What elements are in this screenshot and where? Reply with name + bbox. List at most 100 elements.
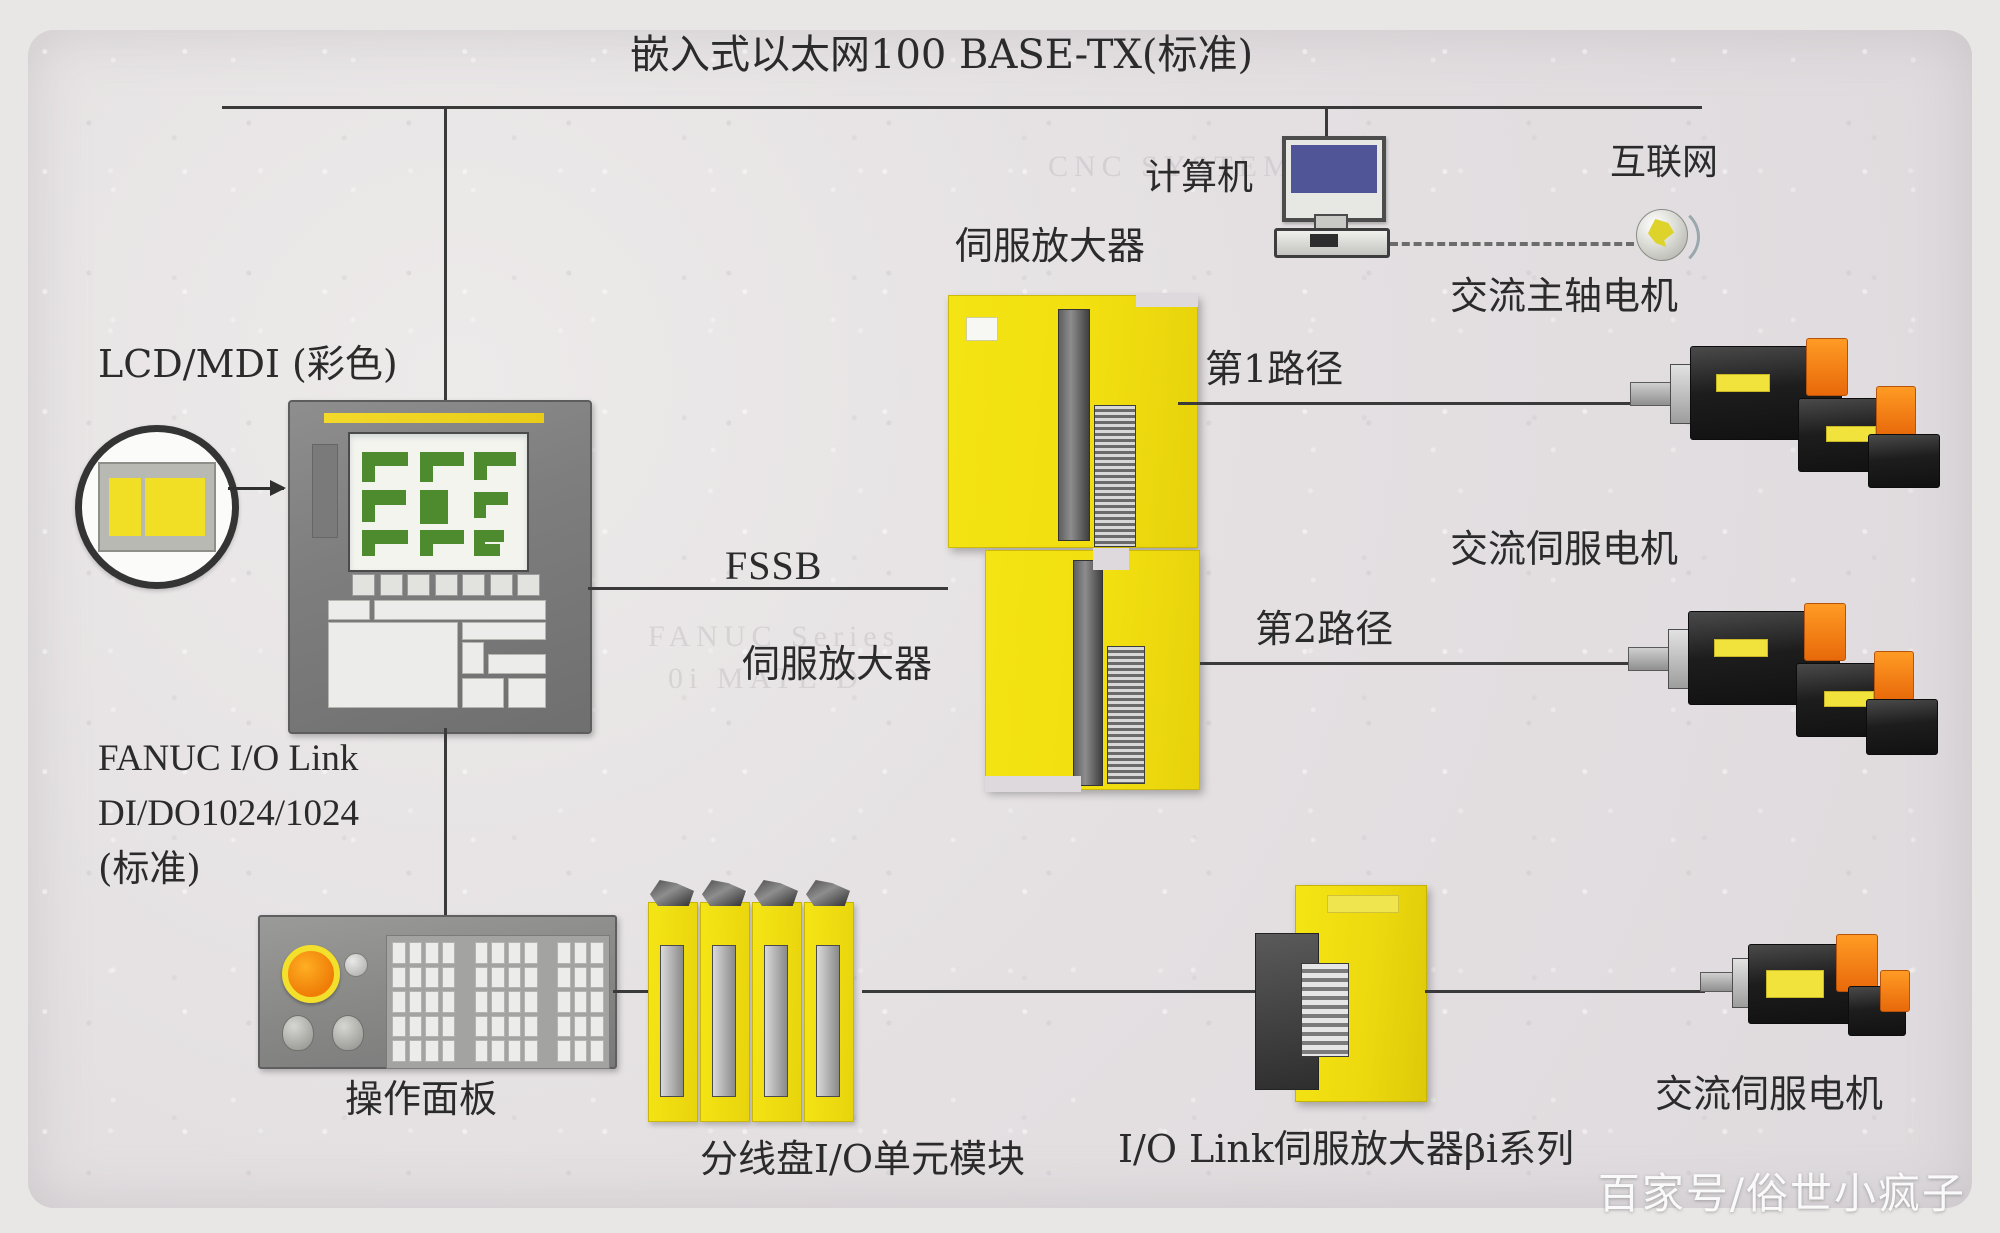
feed-override-knob[interactable] (282, 1015, 314, 1051)
cnc-top-yellow-strip (324, 413, 544, 423)
cnc-display-screen (348, 432, 529, 572)
io-module-slot (660, 945, 684, 1097)
io-module-latch (806, 880, 850, 906)
panel-key[interactable] (408, 1040, 423, 1062)
panel-key[interactable] (425, 966, 439, 989)
panel-key[interactable] (507, 942, 522, 964)
panel-key[interactable] (557, 1040, 571, 1062)
panel-key[interactable] (590, 1015, 604, 1038)
function-key[interactable] (517, 574, 540, 596)
function-key[interactable] (489, 574, 513, 596)
panel-key[interactable] (474, 1015, 489, 1038)
panel-key[interactable] (524, 966, 538, 989)
panel-key[interactable] (491, 966, 505, 989)
io-module-latch (650, 880, 694, 906)
beta-amp-top-cap (1327, 895, 1399, 913)
function-key[interactable] (434, 574, 458, 596)
panel-key[interactable] (590, 1040, 604, 1062)
site-watermark: 百家号/俗世小疯子 (1597, 1169, 1966, 1218)
panel-key[interactable] (491, 942, 505, 964)
fssb-link-line (588, 587, 948, 590)
panel-key[interactable] (392, 991, 406, 1013)
panel-key[interactable] (408, 966, 423, 989)
cnc-mdi-keyboard[interactable] (328, 600, 546, 710)
panel-key[interactable] (392, 942, 406, 964)
panel-key[interactable] (557, 1015, 571, 1038)
panel-key[interactable] (491, 1015, 505, 1038)
computer-drive-slot (1310, 234, 1338, 247)
panel-key[interactable] (491, 991, 505, 1013)
panel-key[interactable] (573, 966, 588, 989)
spindle-shaft (1630, 382, 1676, 406)
panel-key[interactable] (425, 1040, 439, 1062)
function-key[interactable] (462, 574, 485, 596)
panel-key[interactable] (507, 991, 522, 1013)
amp1-connector-column (1058, 309, 1090, 541)
cnc-function-key-row[interactable] (352, 574, 540, 596)
panel-key[interactable] (392, 966, 406, 989)
operator-key-matrix[interactable] (386, 935, 610, 1069)
panel-key[interactable] (590, 966, 604, 989)
panel-key[interactable] (590, 942, 604, 964)
panel-key[interactable] (557, 991, 571, 1013)
panel-key-gap (458, 942, 472, 964)
function-key[interactable] (407, 574, 430, 596)
panel-key[interactable] (441, 942, 456, 964)
panel-key[interactable] (524, 942, 538, 964)
panel-key[interactable] (573, 942, 588, 964)
servo1-encoder (1866, 699, 1938, 755)
io-module-latch (754, 880, 798, 906)
panel-key[interactable] (441, 1015, 456, 1038)
panel-key[interactable] (474, 991, 489, 1013)
panel-key[interactable] (524, 1015, 538, 1038)
panel-key[interactable] (474, 1040, 489, 1062)
spindle-override-knob[interactable] (332, 1015, 364, 1051)
io-module (804, 902, 854, 1122)
lcd-magnifier-callout (75, 425, 239, 589)
panel-key[interactable] (425, 942, 439, 964)
path-2-line (1200, 662, 1640, 665)
panel-key[interactable] (408, 1015, 423, 1038)
panel-key[interactable] (441, 1040, 456, 1062)
panel-key[interactable] (573, 991, 588, 1013)
amp1-label-window (966, 317, 998, 341)
servo2-nameplate (1766, 970, 1824, 998)
panel-key[interactable] (425, 991, 439, 1013)
panel-key[interactable] (507, 1040, 522, 1062)
panel-key[interactable] (507, 1015, 522, 1038)
panel-key[interactable] (491, 1040, 505, 1062)
emergency-stop-button[interactable] (282, 945, 340, 1003)
panel-key[interactable] (474, 942, 489, 964)
monitor-screen (1291, 145, 1377, 193)
panel-key[interactable] (524, 991, 538, 1013)
panel-key[interactable] (425, 1015, 439, 1038)
lcd-mdi-label: LCD/MDI (彩色) (98, 342, 398, 386)
amp1-terminal-block (1094, 405, 1136, 547)
panel-key[interactable] (392, 1040, 406, 1062)
ac-servo-motor-2 (1700, 930, 1915, 1058)
key-switch-knob[interactable] (344, 953, 368, 977)
beta-amp-to-motor-line (1425, 990, 1705, 993)
io-module-slot (712, 945, 736, 1097)
function-key[interactable] (352, 574, 375, 596)
panel-key[interactable] (507, 966, 522, 989)
operator-panel[interactable] (258, 915, 617, 1069)
panel-key[interactable] (573, 1015, 588, 1038)
panel-key[interactable] (573, 1040, 588, 1062)
panel-key-gap (458, 991, 472, 1013)
panel-key[interactable] (392, 1015, 406, 1038)
panel-key[interactable] (441, 991, 456, 1013)
panel-key[interactable] (557, 942, 571, 964)
panel-key[interactable] (557, 966, 571, 989)
lcd-left-pane (109, 478, 141, 536)
servo2-rear-cap (1880, 970, 1910, 1012)
ac-servo-motor-1 (1628, 595, 1958, 770)
panel-key[interactable] (590, 991, 604, 1013)
panel-key[interactable] (524, 1040, 538, 1062)
panel-key[interactable] (408, 942, 423, 964)
panel-key[interactable] (474, 966, 489, 989)
function-key[interactable] (379, 574, 403, 596)
panel-key[interactable] (441, 966, 456, 989)
panel-key[interactable] (408, 991, 423, 1013)
